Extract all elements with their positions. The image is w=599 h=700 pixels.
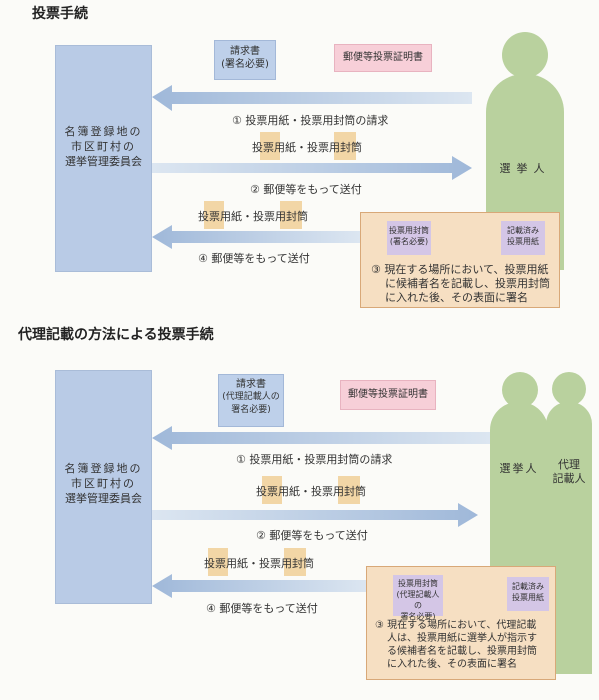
envelope-icon [284,548,306,576]
proxy-line: 記載人 [552,472,586,485]
section1-voter-head [502,32,548,78]
section2-step2: ② 郵便等をもって送付 [256,529,368,542]
section2-marked-ballot: 記載済み 投票用紙 [507,577,549,611]
arrow-return-2 [152,574,368,598]
section1-election-board: 名簿登録地の 市区町村の 選挙管理委員会 [55,45,152,272]
section1-ballots-back: 投票用紙・投票用封筒 [198,210,308,223]
section2-cert-doc: 郵便等投票証明書 [340,380,436,410]
arrow-return-1 [152,225,360,249]
env-line: 記載済み [507,226,539,235]
doc-line: (代理記載人の [222,392,280,402]
note-line: 人は、投票用紙に選挙人が指示す [387,633,537,644]
board-line: 市区町村の [71,477,136,490]
note-line: ③ 現在する場所において、投票用紙 [371,263,549,276]
env-line: 投票用封筒 [398,579,438,588]
envelope-icon [334,132,356,160]
section1-title: 投票手続 [32,6,88,22]
env-line: 記載済み [512,582,544,591]
note-line: に入れた後、その表面に署名 [385,291,528,304]
note-line: に入れた後、その表面に署名 [387,659,517,670]
section1-cert-doc: 郵便等投票証明書 [334,44,432,72]
note-line: る候補者名を記載し、投票用封筒 [387,646,537,657]
section2-ballots-out: 投票用紙・投票用封筒 [256,485,366,498]
env-line: (署名必要) [389,237,429,246]
env-line: 投票用封筒 [389,226,429,235]
section1-note-box: 投票用封筒 (署名必要) 記載済み 投票用紙 ③ 現在する場所において、投票用紙… [360,212,560,308]
env-line: 投票用紙 [512,593,544,602]
section2-voter-label: 選挙人 [499,462,539,475]
section1-step2: ② 郵便等をもって送付 [250,183,362,196]
section2-request-doc: 請求書 (代理記載人の 署名必要) [218,374,284,427]
arrow-request-2 [152,426,490,450]
section1-voter-label: 選挙人 [499,162,551,175]
section2-title: 代理記載の方法による投票手続 [18,327,214,343]
envelope-icon [204,201,224,229]
section1-ballots-out: 投票用紙・投票用封筒 [252,141,362,154]
envelope-icon [208,548,228,576]
envelope-icon [260,132,280,160]
board-line: 名簿登録地の [64,125,143,138]
board-line: 市区町村の [71,140,136,153]
note-line: ③ 現在する場所において、代理記載 [375,620,537,631]
section1-request-doc: 請求書 (署名必要) [214,40,276,80]
section2-step3: ③ 現在する場所において、代理記載 人は、投票用紙に選挙人が指示す る候補者名を… [375,619,555,671]
doc-line: 請求書 [236,379,266,390]
doc-line: 署名必要) [231,405,271,415]
section1-marked-ballot: 記載済み 投票用紙 [501,221,545,255]
section2-step4: ④ 郵便等をもって送付 [206,602,318,615]
arrow-send-1 [152,156,472,180]
section1-step3: ③ 現在する場所において、投票用紙 に候補者名を記載し、投票用封筒 に入れた後、… [371,263,557,305]
section2-ballots-back: 投票用紙・投票用封筒 [204,557,314,570]
envelope-icon [338,476,360,504]
arrow-request-1 [152,85,472,111]
proxy-line: 代理 [558,458,580,471]
section2-step1: ① 投票用紙・投票用封筒の請求 [236,453,393,466]
section2-envelope-signed: 投票用封筒 (代理記載人の 署名必要) [393,575,443,621]
section2-note-box: 投票用封筒 (代理記載人の 署名必要) 記載済み 投票用紙 ③ 現在する場所にお… [366,566,556,680]
arrow-send-2 [152,503,478,527]
note-line: に候補者名を記載し、投票用封筒 [385,277,550,290]
doc-line: (署名必要) [221,59,269,70]
section1-envelope-signed: 投票用封筒 (署名必要) [387,221,431,255]
section2-election-board: 名簿登録地の 市区町村の 選挙管理委員会 [55,370,152,604]
board-line: 名簿登録地の [64,462,143,475]
env-line: (代理記載人の [396,590,440,610]
env-line: 投票用紙 [507,237,539,246]
board-line: 選挙管理委員会 [65,155,142,168]
envelope-icon [262,476,282,504]
doc-line: 請求書 [230,46,260,57]
board-line: 選挙管理委員会 [65,492,142,505]
env-line: 署名必要) [400,612,436,621]
section1-step1: ① 投票用紙・投票用封筒の請求 [232,114,389,127]
section2-proxy-label: 代理 記載人 [546,458,592,486]
envelope-icon [280,201,302,229]
section2-proxy-head [552,372,586,406]
section1-step4: ④ 郵便等をもって送付 [198,252,310,265]
